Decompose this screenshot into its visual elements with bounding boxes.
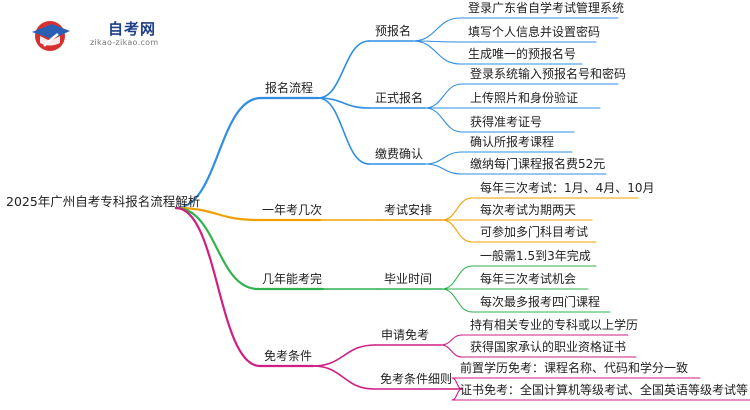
branch-node[interactable]: 免考条件: [264, 349, 313, 363]
leaf-connector: [440, 344, 463, 358]
leaf-connector: [440, 334, 463, 346]
leaf-node[interactable]: 每次最多报考四门课程: [480, 295, 601, 309]
leaf-node[interactable]: 一般需1.5到3年完成: [480, 249, 591, 263]
leaf-node[interactable]: 每年三次考试：1月、4月、10月: [480, 181, 655, 195]
leaf-node[interactable]: 缴纳每门课程报名费52元: [470, 157, 606, 171]
logo-url: zikao-zikao.com: [90, 38, 159, 47]
site-logo[interactable]: 自考网 zikao-zikao.com: [30, 16, 190, 56]
leaf-connector: [424, 163, 463, 175]
sub-node[interactable]: 免考条件细则: [380, 372, 453, 386]
sub-node[interactable]: 毕业时间: [384, 272, 433, 286]
leaf-connector: [441, 197, 473, 221]
leaf-node[interactable]: 每年三次考试机会: [480, 272, 577, 286]
leaf-connector: [441, 288, 473, 313]
leaf-connector: [441, 265, 473, 290]
leaf-connector: [441, 219, 473, 243]
leaf-node[interactable]: 上传照片和身份验证: [470, 91, 579, 105]
branch-connector: [174, 206, 260, 291]
leaf-connector: [412, 40, 461, 65]
leaf-node[interactable]: 生成唯一的预报名号: [468, 47, 577, 61]
leaf-node[interactable]: 确认所报考课程: [470, 135, 555, 149]
branch-node[interactable]: 报名流程: [265, 81, 314, 95]
sub-node[interactable]: 预报名: [375, 24, 412, 38]
sub-connector: [312, 344, 376, 367]
leaf-node[interactable]: 证书免考：全国计算机等级考试、全国英语等级考试等: [460, 383, 749, 397]
leaf-node[interactable]: 登录广东省自学考试管理系统: [468, 1, 625, 15]
sub-connector: [317, 97, 370, 109]
leaf-node[interactable]: 前置学历免考：课程名称、代码和学分一致: [460, 361, 689, 375]
leaf-connector: [424, 151, 463, 165]
sub-node[interactable]: 缴费确认: [375, 147, 424, 161]
leaf-node[interactable]: 获得国家承认的职业资格证书: [470, 340, 627, 354]
branch-connector: [174, 206, 262, 368]
root-node[interactable]: 2025年广州自考专科报名流程解析: [6, 194, 201, 209]
branch-node[interactable]: 一年考几次: [262, 203, 323, 217]
branch-connector: [174, 96, 263, 210]
sub-node[interactable]: 申请免考: [381, 328, 430, 342]
sub-connector: [312, 365, 375, 390]
sub-node[interactable]: 考试安排: [384, 203, 433, 217]
leaf-node[interactable]: 填写个人信息并设置密码: [468, 25, 601, 39]
leaf-connector: [424, 83, 463, 109]
branch-connector: [174, 206, 260, 222]
branch-node[interactable]: 几年能考完: [262, 272, 323, 286]
leaf-connector: [424, 107, 463, 133]
leaf-node[interactable]: 持有相关专业的专科或以上学历: [470, 318, 639, 332]
sub-connector: [317, 40, 370, 99]
leaf-node[interactable]: 每次考试为期两天: [480, 203, 577, 217]
leaf-node[interactable]: 获得准考证号: [470, 115, 543, 129]
leaf-connector: [412, 17, 461, 42]
logo-title: 自考网: [108, 20, 157, 38]
leaf-node[interactable]: 登录系统输入预报名号和密码: [470, 67, 627, 81]
graduation-cap-icon: [32, 21, 70, 51]
leaf-node[interactable]: 可参加多门科目考试: [480, 225, 589, 239]
sub-node[interactable]: 正式报名: [375, 91, 424, 105]
sub-connector: [317, 97, 370, 165]
